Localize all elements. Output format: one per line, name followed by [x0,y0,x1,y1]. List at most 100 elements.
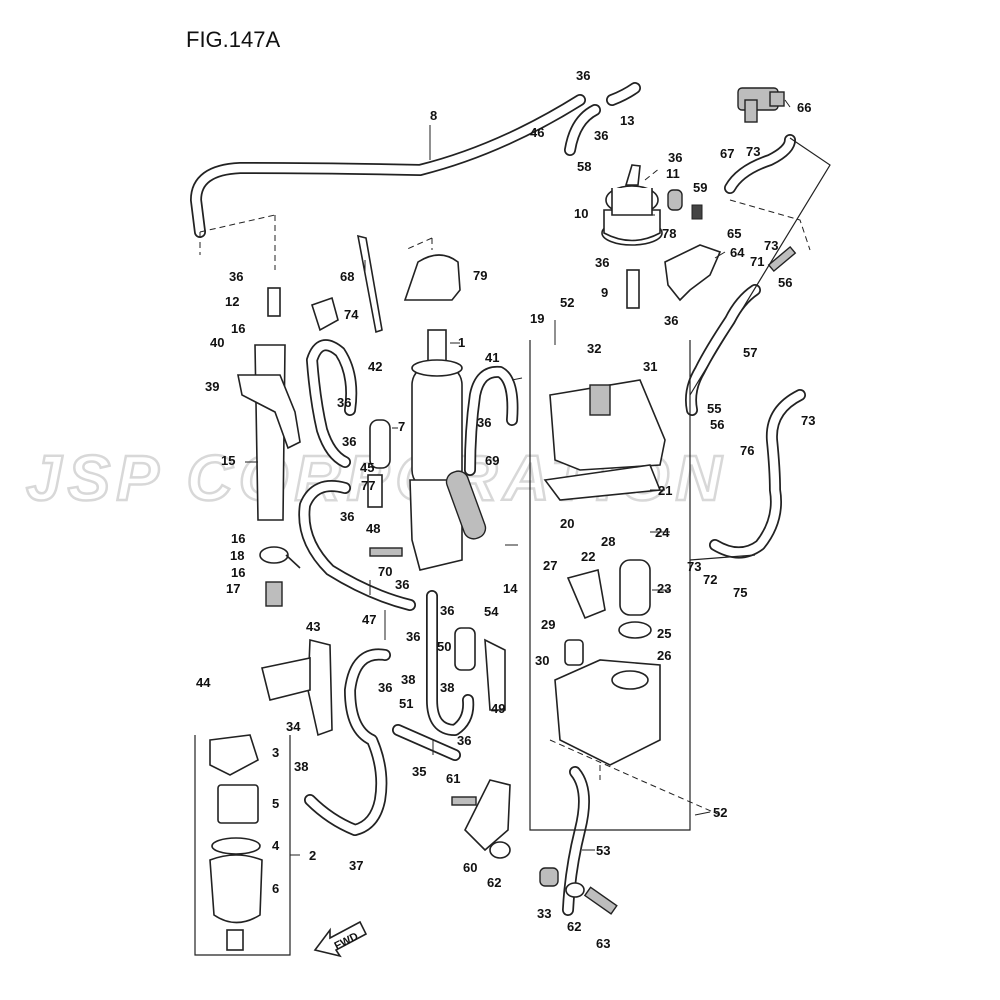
part-1-fuel-pump [411,329,463,491]
part-10-filter [601,164,663,246]
callout-59: 59 [693,180,707,195]
callout-36: 36 [342,434,356,449]
dashed-lines [199,167,811,816]
group-outlines [194,137,831,956]
part-3-filter-head [209,734,259,776]
callout-22: 22 [581,549,595,564]
callout-16: 16 [231,321,245,336]
callout-36: 36 [477,415,491,430]
callout-20: 20 [560,516,574,531]
part-30-bracket [564,639,584,666]
part-9-fitting [626,269,640,309]
callout-17: 17 [226,581,240,596]
callout-47: 47 [362,612,376,627]
parts [209,87,797,951]
callout-46: 46 [530,125,544,140]
part-22-cover [566,569,606,620]
callout-40: 40 [210,335,224,350]
callout-28: 28 [601,534,615,549]
callout-37: 37 [349,858,363,873]
callout-16: 16 [231,531,245,546]
callout-71: 71 [750,254,764,269]
callout-36: 36 [440,603,454,618]
callout-48: 48 [366,521,380,536]
callout-57: 57 [743,345,757,360]
callout-1: 1 [458,335,465,350]
callout-69: 69 [485,453,499,468]
hose-75 [709,389,806,559]
part-48-bolt [369,547,403,557]
callout-7: 7 [398,419,405,434]
callout-4: 4 [272,838,280,853]
callout-27: 27 [543,558,557,573]
callout-11: 11 [666,166,680,181]
callout-36: 36 [664,313,678,328]
callout-79: 79 [473,268,487,283]
part-18-banjo [259,546,301,569]
callout-52: 52 [713,805,727,820]
callout-73: 73 [764,238,778,253]
callout-36: 36 [229,269,243,284]
part-19-separator-top [549,379,666,471]
callout-50: 50 [437,639,451,654]
part-33-grommet [539,867,559,887]
callout-36: 36 [340,509,354,524]
part-74-clip [311,296,339,332]
callout-62: 62 [487,875,501,890]
part-49-bracket [484,638,506,711]
callout-75: 75 [733,585,747,600]
part-50-valve [454,627,476,671]
callout-39: 39 [205,379,219,394]
callout-73: 73 [801,413,815,428]
callout-18: 18 [230,548,244,563]
callout-34: 34 [286,719,301,734]
part-11-grommet [667,189,683,211]
part-5-element [217,784,259,824]
callout-70: 70 [378,564,392,579]
callout-52: 52 [560,295,574,310]
callout-73: 73 [746,144,760,159]
part-68-strap [356,234,383,334]
part-12-fitting [267,287,281,317]
callout-21: 21 [658,483,672,498]
callout-29: 29 [541,617,555,632]
callout-19: 19 [530,311,544,326]
callout-2: 2 [309,848,316,863]
callout-66: 66 [797,100,811,115]
callout-58: 58 [577,159,591,174]
callout-36: 36 [595,255,609,270]
callout-44: 44 [196,675,211,690]
callout-67: 67 [720,146,734,161]
part-62-collar-a [489,841,511,859]
part-59-bolt [691,204,703,220]
callout-3: 3 [272,745,279,760]
figure-title: FIG.147A [186,27,280,52]
callout-62: 62 [567,919,581,934]
part-separator-bowl [554,659,661,766]
part-17-bolt [265,581,283,607]
callouts: 36 46 36 13 66 8 58 36 11 67 73 59 10 65… [196,68,815,951]
fwd-arrow: FWD [313,920,368,958]
callout-30: 30 [535,653,549,668]
callout-38: 38 [401,672,415,687]
callout-24: 24 [655,525,670,540]
callout-45: 45 [360,460,374,475]
part-7-filter [369,419,391,469]
hoses [190,82,806,916]
callout-33: 33 [537,906,551,921]
part-34-bracket [261,657,311,701]
callout-55: 55 [707,401,721,416]
part-45-fitting [367,474,383,508]
callout-53: 53 [596,843,610,858]
callout-32: 32 [587,341,601,356]
callout-41: 41 [485,350,499,365]
callout-36: 36 [576,68,590,83]
part-79-cover [403,254,461,301]
callout-51: 51 [399,696,413,711]
callout-77: 77 [361,478,375,493]
callout-9: 9 [601,285,608,300]
callout-56: 56 [778,275,792,290]
callout-26: 26 [657,648,671,663]
callout-36: 36 [406,629,420,644]
part-6-bowl [209,854,263,951]
